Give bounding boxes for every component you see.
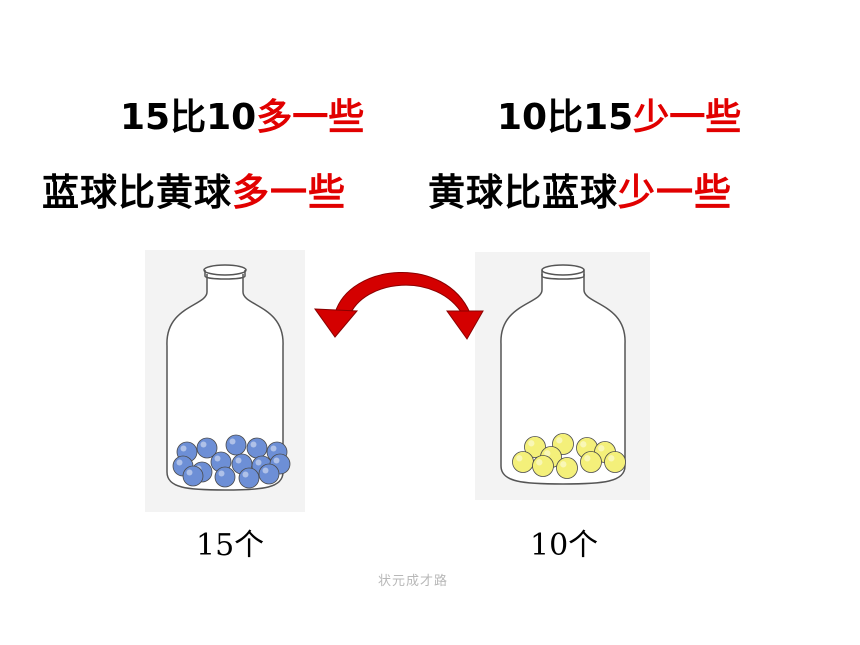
ball bbox=[604, 451, 626, 473]
yellow-less-ball-statement: 黄球比蓝球少一些 bbox=[428, 174, 732, 211]
statement-prefix: 15比10 bbox=[120, 97, 257, 138]
yellow-ball-jar bbox=[475, 252, 650, 500]
ball bbox=[258, 463, 280, 485]
statement-keyword: 少一些 bbox=[633, 97, 742, 138]
ball bbox=[225, 434, 247, 456]
ball bbox=[238, 467, 260, 489]
blue-balls bbox=[172, 434, 291, 489]
blue-more-ball-statement: 蓝球比黄球多一些 bbox=[42, 174, 346, 211]
statement-prefix: 蓝球比黄球 bbox=[42, 171, 232, 214]
ball bbox=[182, 465, 204, 487]
jar-outline bbox=[166, 274, 284, 491]
ball bbox=[556, 457, 578, 479]
blue-more-number-statement: 15比10多一些 bbox=[120, 100, 364, 136]
statement-prefix: 10比15 bbox=[497, 97, 634, 138]
statement-keyword: 多一些 bbox=[256, 97, 365, 138]
statement-prefix: 黄球比蓝球 bbox=[428, 171, 618, 214]
watermark: 状元成才路 bbox=[378, 574, 449, 589]
statement-keyword: 少一些 bbox=[618, 171, 732, 214]
ball bbox=[214, 466, 236, 488]
jar-mouth bbox=[203, 264, 247, 276]
yellow-less-number-statement: 10比15少一些 bbox=[497, 100, 741, 136]
jar-outline bbox=[500, 274, 626, 485]
ball bbox=[532, 455, 554, 477]
ball bbox=[246, 437, 268, 459]
yellow-ball-count: 10个 bbox=[530, 528, 599, 563]
ball bbox=[196, 437, 218, 459]
yellow-balls bbox=[512, 433, 626, 479]
statement-keyword: 多一些 bbox=[232, 171, 346, 214]
ball bbox=[512, 451, 534, 473]
ball bbox=[524, 436, 546, 458]
exchange-arrow bbox=[313, 271, 484, 340]
blue-ball-count: 15个 bbox=[196, 528, 265, 563]
blue-ball-jar bbox=[145, 250, 305, 512]
jar-mouth bbox=[541, 264, 585, 276]
ball bbox=[580, 451, 602, 473]
